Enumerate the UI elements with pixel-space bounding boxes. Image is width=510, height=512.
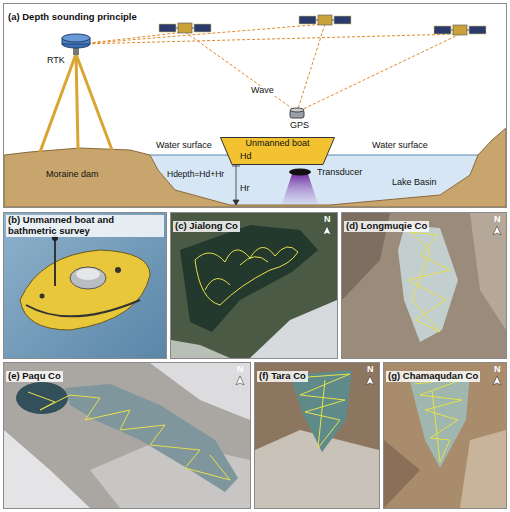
boat-outline (221, 138, 335, 165)
north-arrow-label: N (494, 215, 501, 225)
figure-panel: (f) Tara Co (254, 362, 380, 509)
north-arrow-label: N (494, 365, 501, 375)
device-label: Transducer (317, 168, 362, 178)
satellite-image (171, 213, 337, 358)
dimension-label: Hd (240, 152, 252, 162)
sounding-scene (4, 15, 506, 207)
satellite-image (384, 363, 506, 508)
rtk-tripod (40, 34, 112, 152)
panel-title: (f) Tara Co (257, 371, 308, 382)
satellite-image (4, 363, 250, 508)
transducer (289, 169, 311, 176)
device-label: RTK (46, 56, 66, 66)
figure-panel: (d) Longmuqie Co (341, 212, 507, 359)
boat-label: Unmanned boat (220, 139, 335, 149)
terrain-label: Lake Basin (392, 178, 437, 188)
panel-title: (a) Depth sounding principle (6, 12, 139, 23)
figure-panel: (b) Unmanned boat and bathmetric survey (3, 212, 167, 359)
panel-title: (e) Paqu Co (6, 371, 63, 382)
surface-label: Water surface (372, 141, 428, 151)
panel-title: (d) Longmuqie Co (344, 221, 429, 232)
surface-label: Water surface (156, 141, 212, 151)
boat-photo (4, 213, 166, 358)
signal-label: Wave (250, 86, 275, 96)
north-arrow-label: N (367, 365, 374, 375)
panel-title: (b) Unmanned boat and bathmetric survey (6, 215, 164, 237)
satellite-image (255, 363, 379, 508)
dimension-label: Hr (240, 184, 250, 194)
panel-title: (c) Jialong Co (173, 221, 240, 232)
north-arrow-label: N (324, 215, 331, 225)
figure-panel: (g) Chamaqudan Co (383, 362, 507, 509)
gps-antenna (290, 108, 304, 118)
device-label: GPS (289, 121, 310, 131)
satellite-image (342, 213, 506, 358)
boat-shape: Unmanned boatHd (220, 137, 335, 165)
terrain-label: Moraine dam (46, 170, 99, 180)
panel-title: (g) Chamaqudan Co (386, 371, 480, 382)
sonar-beam (282, 174, 318, 204)
figure-panel: (e) Paqu Co (3, 362, 251, 509)
figure-panel: (c) Jialong Co (170, 212, 338, 359)
formula-label: Hdepth=Hd+Hr (167, 170, 224, 179)
north-arrow-label: N (237, 365, 244, 375)
